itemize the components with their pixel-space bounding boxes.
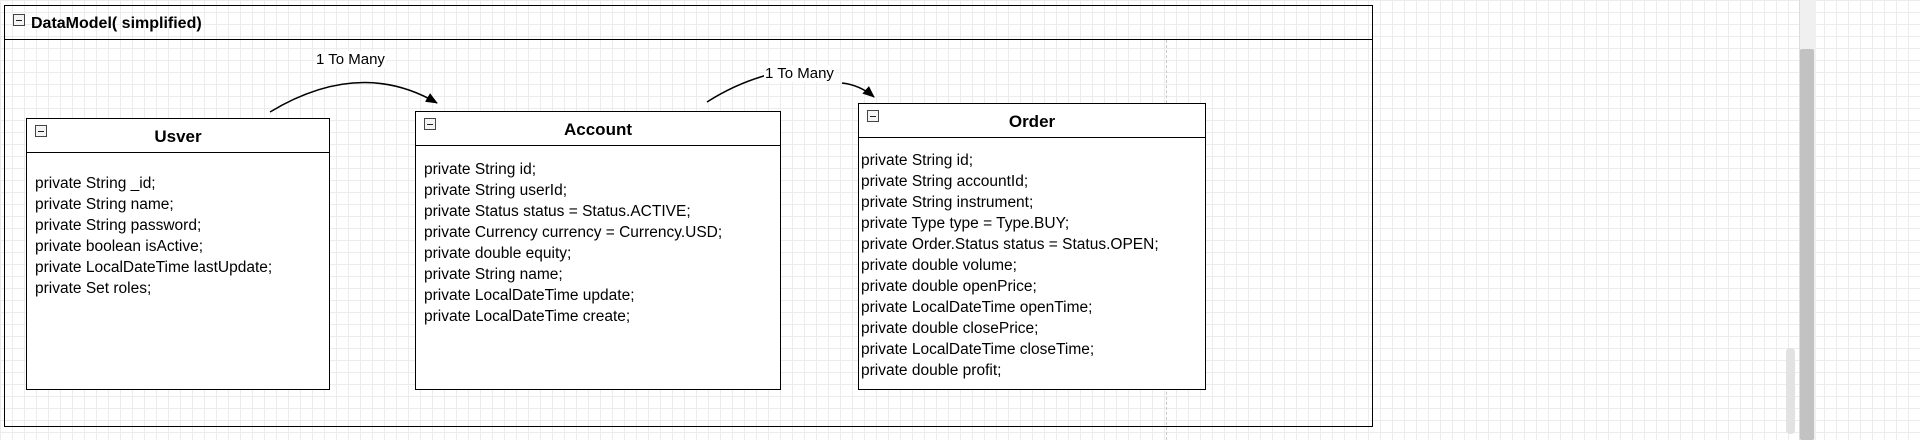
class-order-name: Order [1008, 112, 1056, 131]
vertical-scrollbar-thumb[interactable] [1800, 49, 1814, 440]
field: private String instrument; [861, 194, 1034, 211]
class-account-header[interactable]: Account [416, 112, 780, 146]
container-title: DataModel( simplified) [31, 15, 202, 32]
field: private String userId; [424, 182, 568, 199]
field: private String _id; [35, 175, 156, 192]
field: private String name; [35, 196, 174, 213]
class-order-fields: private String id; private String accoun… [861, 150, 1159, 381]
field: private double openPrice; [861, 278, 1037, 295]
class-user-fields: private String _id; private String name;… [35, 173, 272, 299]
field: private double equity; [424, 245, 572, 262]
class-user-header[interactable]: Usver [27, 119, 329, 153]
class-user-name: Usver [154, 127, 202, 146]
field: private Currency currency = Currency.USD… [424, 224, 723, 241]
edge-user-account[interactable] [269, 81, 438, 113]
association-label-user-account: 1 To Many [315, 51, 386, 68]
field: private LocalDateTime closeTime; [861, 341, 1095, 358]
field: private double volume; [861, 257, 1017, 274]
field: private LocalDateTime create; [424, 308, 631, 325]
collapse-icon[interactable] [867, 110, 879, 122]
field: private Order.Status status = Status.OPE… [861, 236, 1159, 253]
class-order[interactable]: Order private String id; private String … [858, 103, 1206, 390]
field: private String name; [424, 266, 563, 283]
collapse-icon[interactable] [13, 14, 25, 26]
field: private LocalDateTime lastUpdate; [35, 259, 273, 276]
edge-account-order[interactable] [706, 74, 874, 102]
field: private LocalDateTime update; [424, 287, 635, 304]
field: private String id; [424, 161, 536, 178]
field: private double profit; [861, 362, 1002, 379]
field: private String password; [35, 217, 202, 234]
field: private double closePrice; [861, 320, 1039, 337]
field: private Status status = Status.ACTIVE; [424, 203, 691, 220]
collapse-icon[interactable] [35, 125, 47, 137]
container-header[interactable]: DataModel( simplified) [5, 6, 1372, 40]
class-account-fields: private String id; private String userId… [424, 159, 722, 327]
class-order-header[interactable]: Order [859, 104, 1205, 138]
minimap-scroll-indicator[interactable] [1786, 348, 1795, 434]
field: private Set roles; [35, 280, 152, 297]
field: private boolean isActive; [35, 238, 204, 255]
class-account-name: Account [564, 120, 632, 139]
field: private Type type = Type.BUY; [861, 215, 1070, 232]
field: private String id; [861, 152, 973, 169]
association-label-account-order: 1 To Many [764, 65, 835, 82]
datamodel-container[interactable]: DataModel( simplified) [4, 5, 1373, 427]
class-user[interactable]: Usver private String _id; private String… [26, 118, 330, 390]
class-account[interactable]: Account private String id; private Strin… [415, 111, 781, 390]
collapse-icon[interactable] [424, 118, 436, 130]
field: private LocalDateTime openTime; [861, 299, 1093, 316]
field: private String accountId; [861, 173, 1029, 190]
